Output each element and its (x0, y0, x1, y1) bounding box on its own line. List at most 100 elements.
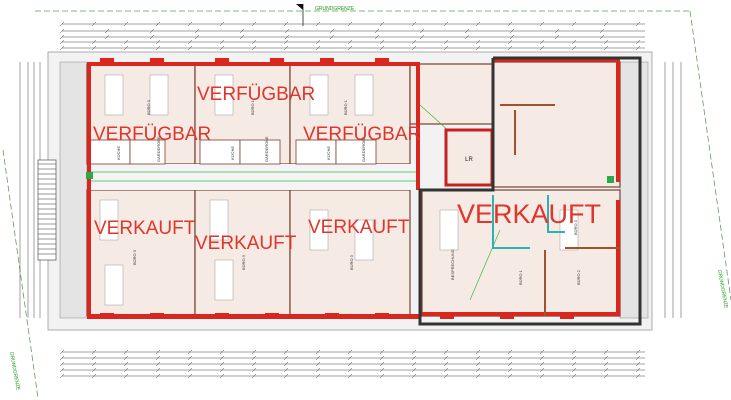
dimension-tick (509, 34, 515, 40)
dimension-tick (155, 39, 161, 45)
window-pier (440, 313, 454, 319)
dimension-tick (475, 361, 481, 367)
dimension-tick (603, 21, 609, 27)
dimension-tick (379, 361, 385, 367)
desk (439, 209, 459, 251)
dimension-tick (283, 39, 289, 45)
dimension-tick (443, 349, 449, 355)
dimension-tick (91, 39, 97, 45)
dimension-tick (251, 45, 257, 51)
dimension-tick (187, 45, 193, 51)
dimension-tick (443, 21, 449, 27)
dimension-tick (411, 367, 417, 373)
dimension-tick (59, 349, 65, 355)
wall (87, 62, 420, 66)
dimension-tick (123, 361, 129, 367)
dimension-tick (123, 373, 129, 379)
dimension-tick (194, 34, 200, 40)
dimension-tick (219, 373, 225, 379)
dimension-tick (539, 21, 545, 27)
furniture (99, 74, 579, 306)
dimension-tick (149, 34, 155, 40)
room-label: GARDEROBE (156, 136, 161, 162)
dimension-tick (411, 361, 417, 367)
dimension-tick (571, 349, 577, 355)
dimension-tick (155, 367, 161, 373)
dimension-tick (251, 361, 257, 367)
desk (104, 74, 124, 116)
dimension-tick (475, 349, 481, 355)
dimension-tick (603, 45, 609, 51)
property-line (2, 10, 731, 399)
dimension-tick (219, 361, 225, 367)
dimension-tick (507, 355, 513, 361)
dimension-tick (507, 21, 513, 27)
dimension-tick (347, 45, 353, 51)
dimension-tick (379, 373, 385, 379)
dimension-tick (507, 373, 513, 379)
exterior-walls (87, 58, 620, 319)
dimension-tick (91, 21, 97, 27)
unit-status-label: VERKAUFT (308, 217, 410, 238)
dimension-tick (123, 349, 129, 355)
dimension-tick (315, 367, 321, 373)
dimension-tick (91, 361, 97, 367)
unit-7-room (421, 189, 621, 317)
dimension-tick (59, 28, 65, 34)
room-label: BÜRO 1 (250, 99, 255, 115)
room-label: BÜRO 1 (518, 269, 523, 285)
window-pier (270, 58, 284, 64)
dimension-tick (475, 373, 481, 379)
balcony-left (59, 61, 88, 319)
dimension-tick (91, 45, 97, 51)
dimension-tick (507, 361, 513, 367)
room-label: BÜRO 3 (241, 254, 246, 270)
dimension-tick (123, 21, 129, 27)
stair-icon (37, 159, 57, 261)
dimension-tick (187, 367, 193, 373)
dimension-tick (374, 28, 380, 34)
dimension-tick (91, 367, 97, 373)
dimension-tick (539, 361, 545, 367)
dimension-tick (347, 39, 353, 45)
window-pier (150, 313, 164, 319)
dimension-tick (411, 21, 417, 27)
dimension-tick (539, 367, 545, 373)
room-label: BÜRO 3 (146, 99, 151, 115)
dimension-tick (219, 39, 225, 45)
desk (99, 199, 119, 241)
dimension-tick (571, 373, 577, 379)
dimension-tick (155, 349, 161, 355)
dimension-tick (464, 34, 470, 40)
balcony-right (619, 61, 649, 319)
desk (309, 209, 329, 251)
dimension-tick (283, 21, 289, 27)
dimension-tick (219, 45, 225, 51)
dimension-tick (329, 34, 335, 40)
dimension-tick (475, 367, 481, 373)
dimension-tick (59, 21, 65, 27)
dimension-tick (219, 367, 225, 373)
dimension-tick (283, 45, 289, 51)
window-pier (320, 58, 334, 64)
sanitary-room (409, 63, 494, 125)
dimension-tick (475, 21, 481, 27)
dimension-tick (443, 45, 449, 51)
dimension-tick (507, 367, 513, 373)
wall (616, 62, 620, 182)
dimension-tick (443, 355, 449, 361)
unit-status-label: VERFÜGBAR (303, 124, 421, 145)
corridor (87, 164, 420, 190)
dimension-tick (347, 361, 353, 367)
dimension-tick (155, 355, 161, 361)
interior-walls (500, 104, 620, 316)
dimension-tick (571, 39, 577, 45)
dimension-tick (187, 361, 193, 367)
window-pier (265, 313, 279, 319)
dimension-tick (123, 355, 129, 361)
dimension-tick (603, 349, 609, 355)
glass-walls (492, 195, 565, 249)
dimension-tick (571, 21, 577, 27)
dimension-tick (155, 373, 161, 379)
